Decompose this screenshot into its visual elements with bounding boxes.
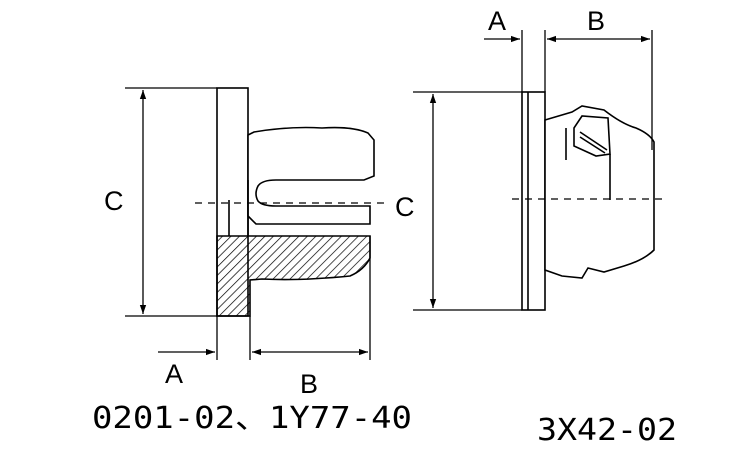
right-dimensions bbox=[413, 30, 653, 311]
left-dim-c-label: C bbox=[104, 186, 124, 216]
right-latch-ridge-2 bbox=[579, 136, 606, 154]
right-part-number: 3X42-02 bbox=[537, 413, 677, 448]
right-dim-a-label: A bbox=[488, 6, 506, 36]
right-body-outline bbox=[544, 105, 655, 279]
left-part-number: 0201-02、1Y77-40 bbox=[92, 401, 412, 436]
left-part-drawing bbox=[195, 87, 385, 317]
left-dim-b-label: B bbox=[300, 369, 318, 399]
right-latch-ridge bbox=[579, 131, 608, 151]
right-flange bbox=[521, 91, 546, 311]
right-part-drawing bbox=[512, 91, 664, 311]
right-dim-c-label: C bbox=[395, 192, 415, 222]
left-hatched-section bbox=[216, 235, 371, 317]
left-dim-a-label: A bbox=[165, 359, 183, 389]
right-dim-b-label: B bbox=[587, 6, 605, 36]
left-dimensions bbox=[125, 87, 371, 360]
left-body-outline bbox=[247, 126, 375, 225]
